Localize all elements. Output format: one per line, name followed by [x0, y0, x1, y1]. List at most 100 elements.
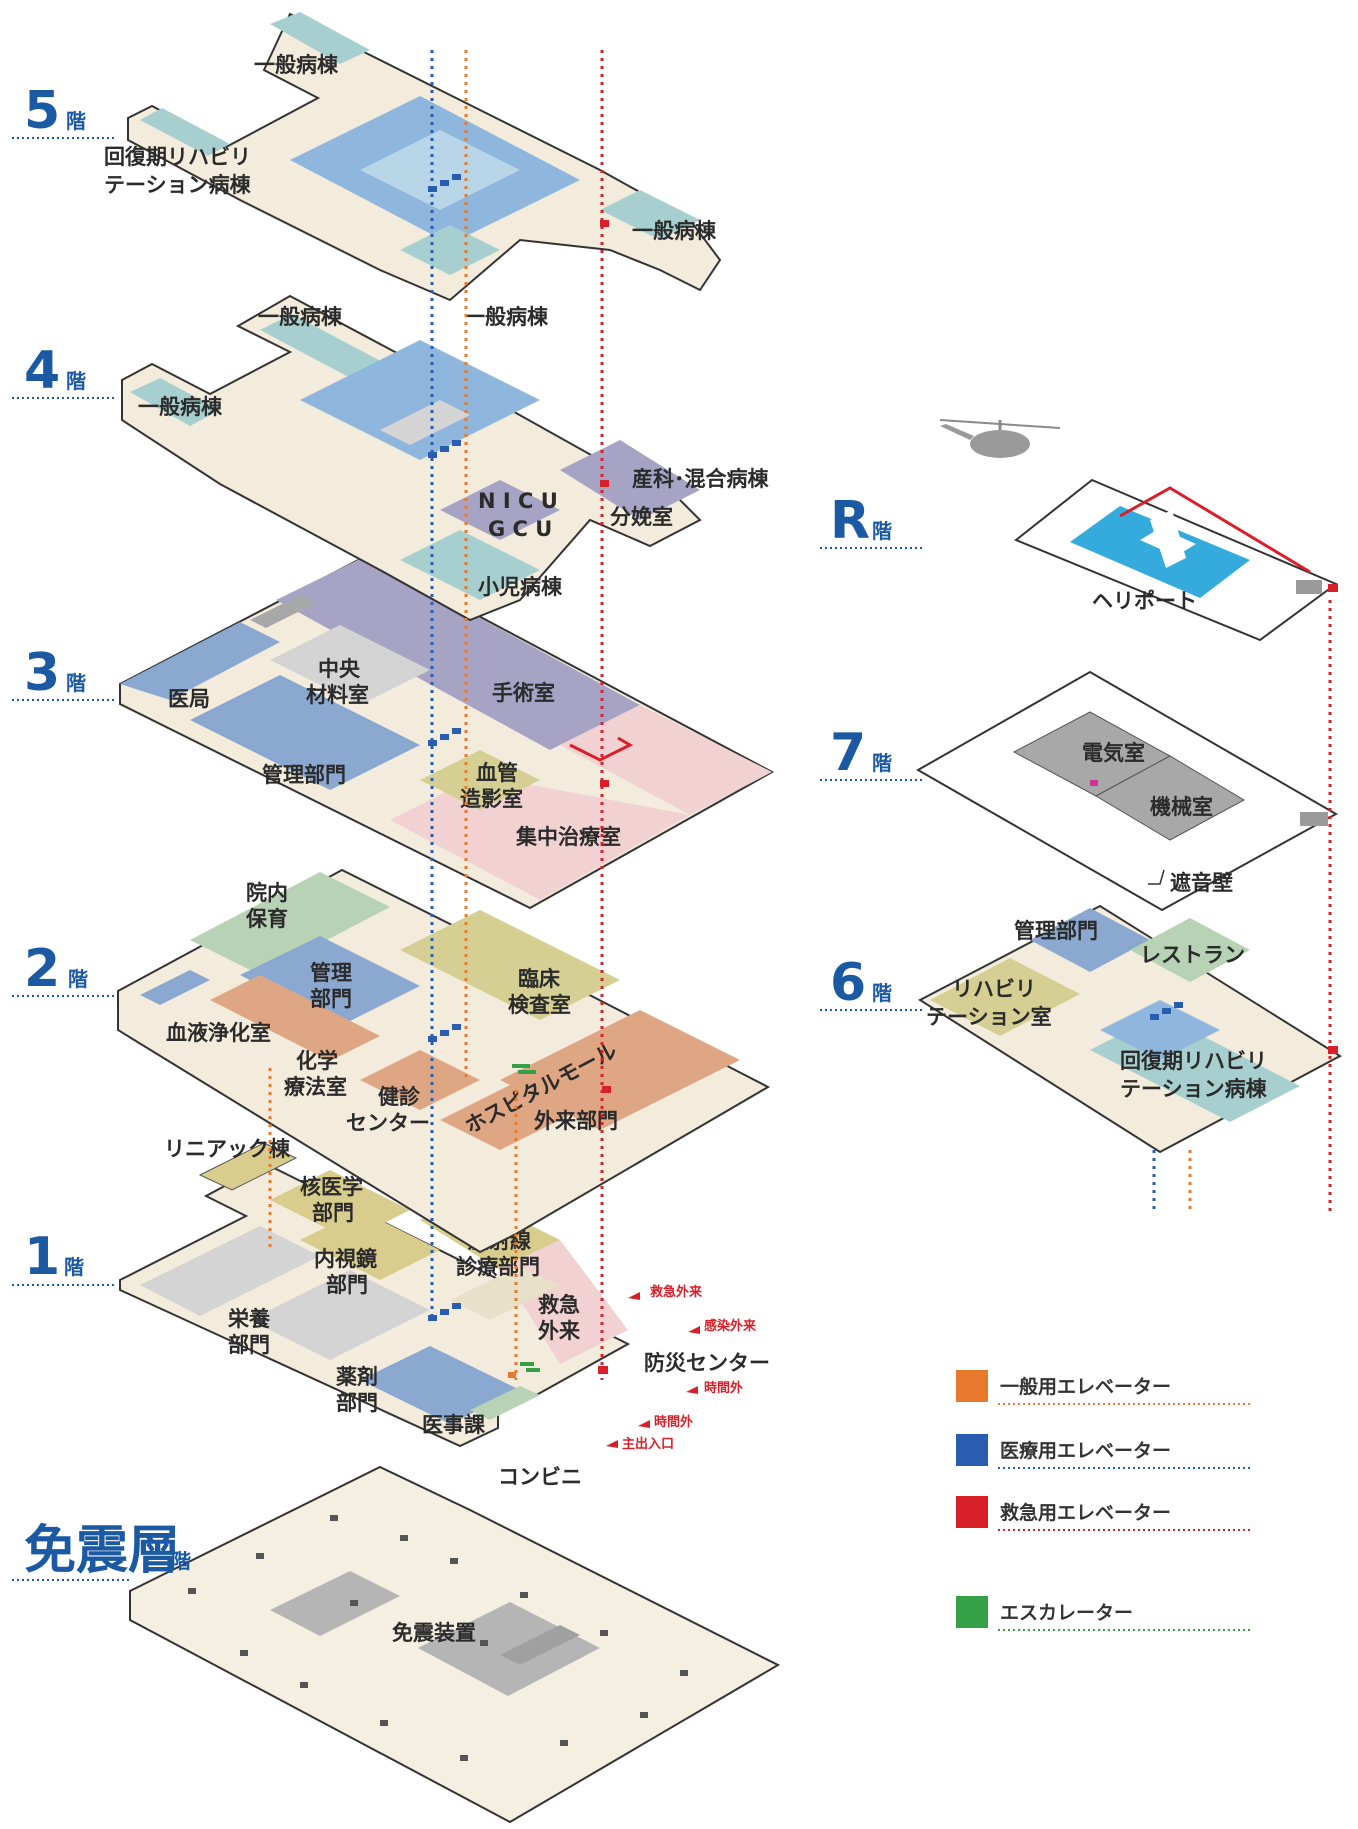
- legend-label-escalator: エスカレーター: [1000, 1602, 1133, 1624]
- room-isolator: 免震装置: [392, 1621, 476, 1645]
- room-f5-rehab-2: テーション病棟: [104, 173, 252, 197]
- floor-label-b-number: 免震層: [24, 1521, 180, 1581]
- room-f4-general-left: 一般病棟: [138, 395, 223, 419]
- floor-label-7-suffix: 階: [872, 751, 892, 775]
- room-gcu: G C U: [488, 517, 552, 541]
- room-electric: 電気室: [1082, 741, 1145, 765]
- room-admin2-1: 管理: [310, 961, 352, 985]
- room-f6-restaurant: レストラン: [1140, 943, 1245, 967]
- floor-label-b-suffix: 階: [171, 1549, 191, 1573]
- floor-label-r-suffix: 階: [872, 519, 892, 543]
- room-surgery: 手術室: [492, 681, 555, 705]
- room-f6-rehab-ward-1: 回復期リハビリ: [1120, 1049, 1267, 1073]
- room-angio-1: 血管: [476, 761, 518, 785]
- entrance-infection: 感染外来: [704, 1318, 757, 1334]
- legend-label-general-elevator: 一般用エレベーター: [1000, 1375, 1171, 1398]
- room-f4-general-mid: 一般病棟: [464, 305, 549, 329]
- legend-swatch-general-elevator: [956, 1370, 988, 1402]
- room-f6-rehab-ward-2: テーション病棟: [1120, 1077, 1268, 1101]
- room-admin2-2: 部門: [310, 987, 352, 1011]
- floor-label-6-number: 6: [830, 953, 866, 1013]
- room-pharmacy-1: 薬剤: [336, 1365, 378, 1389]
- entrance-after-hours-2: 時間外: [654, 1414, 693, 1430]
- floor-label-2-suffix: 階: [68, 967, 88, 991]
- room-medical-affairs: 医事課: [422, 1413, 486, 1437]
- floor-label-r-number: R: [830, 491, 870, 551]
- legend-swatch-medical-elevator: [956, 1434, 988, 1466]
- room-outpatient: 外来部門: [534, 1109, 618, 1133]
- floor-6-plan: [917, 904, 1342, 1154]
- room-checkup-1: 健診: [378, 1085, 421, 1109]
- entrance-main: 主出入口: [622, 1436, 674, 1452]
- room-f6-admin: 管理部門: [1014, 919, 1098, 943]
- heliport-cross-icon: [1140, 510, 1196, 568]
- room-nursery-1: 院内: [246, 881, 288, 905]
- floor-label-2-number: 2: [24, 939, 60, 999]
- room-convenience: コンビニ: [498, 1465, 582, 1489]
- soundwall-pointer: [1148, 869, 1165, 885]
- legend-swatch-emergency-elevator: [956, 1496, 988, 1528]
- room-icu: 集中治療室: [515, 825, 621, 849]
- floor-label-3-suffix: 階: [66, 671, 86, 695]
- floor-5-plan: [127, 12, 722, 302]
- room-er-1: 救急: [538, 1293, 580, 1317]
- room-er-2: 外来: [538, 1319, 581, 1343]
- room-angio-2: 造影室: [460, 787, 523, 811]
- room-maternity: 産科･混合病棟: [632, 467, 769, 491]
- floor-base-plan: [129, 1465, 781, 1824]
- entrance-arrows: [606, 1292, 700, 1448]
- floor-2-plan: [117, 868, 771, 1254]
- legend-label-medical-elevator: 医療用エレベーター: [1000, 1439, 1171, 1462]
- floor-label-1-suffix: 階: [64, 1255, 84, 1279]
- legend-swatch-escalator: [956, 1596, 988, 1628]
- room-dialysis: 血液浄化室: [166, 1021, 271, 1045]
- room-nicu: N I C U: [478, 489, 558, 513]
- room-endo-1: 内視鏡: [314, 1247, 377, 1271]
- room-heliport: ヘリポート: [1092, 589, 1197, 613]
- floor-3-plan: [119, 554, 775, 910]
- room-soundwall: 遮音壁: [1170, 871, 1233, 895]
- room-linac: リニアック棟: [164, 1137, 291, 1161]
- room-lab-2: 検査室: [508, 993, 571, 1017]
- floor-4-plan: [121, 294, 702, 622]
- room-endo-2: 部門: [326, 1273, 368, 1297]
- floor-label-6-suffix: 階: [872, 981, 892, 1005]
- floor-1-plan: [119, 1142, 631, 1448]
- room-delivery: 分娩室: [610, 505, 673, 529]
- legend: 一般用エレベーター 医療用エレベーター 救急用エレベーター エスカレーター: [956, 1370, 1250, 1631]
- room-machine: 機械室: [1150, 795, 1213, 819]
- room-admin3: 管理部門: [262, 763, 346, 787]
- room-nuclear-1: 核医学: [300, 1175, 363, 1199]
- floor-label-5-number: 5: [24, 81, 60, 141]
- room-radio-2: 診療部門: [456, 1255, 540, 1279]
- room-nursery-2: 保育: [245, 907, 288, 931]
- room-nuclear-2: 部門: [312, 1201, 354, 1225]
- room-pediatrics: 小児病棟: [478, 575, 563, 599]
- room-nutrition-1: 栄養: [227, 1307, 271, 1331]
- floor-label-4-number: 4: [24, 341, 60, 401]
- floor-label-4-suffix: 階: [66, 369, 86, 393]
- room-f6-rehab-room-2: テーション室: [926, 1005, 1052, 1029]
- room-f5-rehab-1: 回復期リハビリ: [104, 145, 251, 169]
- floor-r-plan: [1014, 478, 1339, 642]
- room-supply-2: 材料室: [306, 683, 369, 707]
- room-chemo-2: 療法室: [284, 1075, 347, 1099]
- helicopter-icon: [939, 419, 1061, 458]
- room-chemo-1: 化学: [296, 1049, 338, 1073]
- entrance-er: 救急外来: [650, 1284, 703, 1300]
- room-supply-1: 中央: [318, 657, 361, 681]
- elevator-shafts-right: [1152, 600, 1332, 1212]
- room-pharmacy-2: 部門: [336, 1391, 378, 1415]
- room-f4-general-top: 一般病棟: [258, 305, 343, 329]
- floor-label-1-number: 1: [24, 1227, 60, 1287]
- floor-label-3-number: 3: [24, 643, 60, 703]
- elevator-shafts-left: [268, 50, 604, 1380]
- floor-label-5-suffix: 階: [66, 109, 86, 133]
- room-checkup-2: センター: [346, 1111, 430, 1135]
- floor-label-7-number: 7: [830, 723, 866, 783]
- room-medical-office: 医局: [168, 687, 210, 711]
- room-nutrition-2: 部門: [228, 1333, 270, 1357]
- room-lab-1: 臨床: [518, 967, 560, 991]
- legend-label-emergency-elevator: 救急用エレベーター: [1000, 1501, 1171, 1524]
- room-f5-general-right: 一般病棟: [632, 219, 717, 243]
